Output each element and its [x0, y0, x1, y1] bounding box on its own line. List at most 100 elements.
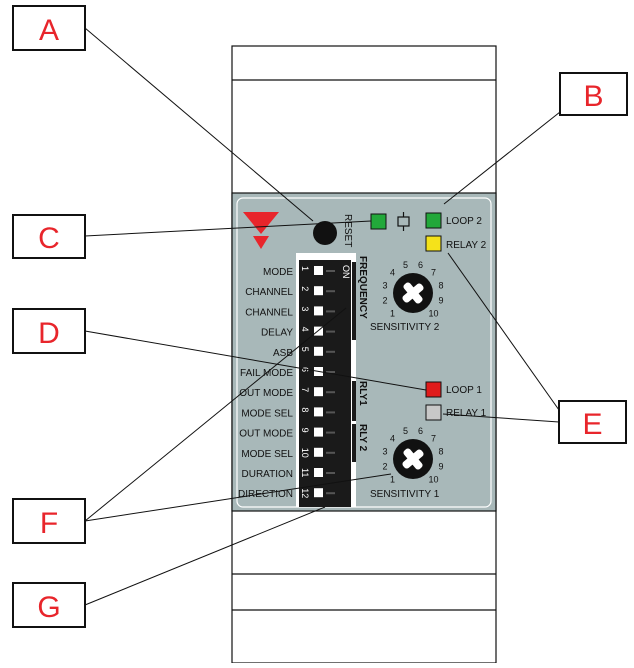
dial-scale-mark: 3	[382, 447, 387, 457]
dip-switch-track	[326, 371, 335, 373]
dip-switch-toggle[interactable]	[314, 286, 323, 296]
dip-switch-track	[326, 270, 335, 272]
dial-scale-mark: 9	[438, 296, 443, 306]
callout-d: D	[12, 308, 86, 354]
dip-switch-toggle[interactable]	[314, 447, 323, 457]
dip-switch-label: ASB	[273, 348, 293, 359]
dial-scale-mark: 5	[403, 426, 408, 436]
leader-e1	[447, 252, 560, 411]
svg-text:G: G	[37, 591, 60, 624]
dial-scale-mark: 6	[418, 260, 423, 270]
dip-switch-toggle[interactable]	[314, 266, 323, 275]
dip-switch-10[interactable]: MODE SEL 10	[241, 447, 335, 460]
dip-switch-number: 9	[300, 428, 310, 433]
svg-text:C: C	[38, 222, 60, 255]
dip-switch-9[interactable]: OUT MODE 9	[239, 427, 335, 440]
dial-scale-mark: 4	[390, 268, 395, 278]
dip-switch-track	[326, 290, 335, 293]
relay1-led	[425, 404, 442, 421]
callout-f: F	[12, 498, 86, 544]
dip-switch-toggle[interactable]	[314, 387, 323, 397]
dip-switch-4[interactable]: DELAY 4	[261, 326, 335, 339]
dip-switch-number: 2	[300, 286, 310, 291]
brand-logo	[243, 212, 279, 249]
dip-switch-number: 12	[300, 488, 310, 498]
dip-switch-track	[326, 391, 335, 394]
dip-switch-1[interactable]: MODE 1	[263, 266, 335, 278]
dip-switch-toggle[interactable]	[314, 407, 323, 417]
rly2-bar	[352, 424, 356, 462]
relay1-label: RELAY 1	[446, 408, 487, 419]
dip-switch-toggle[interactable]	[314, 326, 323, 336]
dip-switch-toggle[interactable]	[314, 306, 323, 316]
rly1-bar	[352, 381, 356, 421]
dip-switch-number: 1	[300, 266, 310, 271]
svg-text:E: E	[582, 408, 602, 441]
dip-switch-track	[326, 411, 335, 414]
dip-switch-track	[326, 492, 335, 495]
dip-switch-track	[326, 350, 335, 353]
dial-scale-mark: 2	[382, 296, 387, 306]
dip-switch-2[interactable]: CHANNEL 2	[245, 286, 335, 298]
sensitivity-2-dial[interactable]	[393, 273, 433, 313]
dip-switch-label: MODE SEL	[241, 449, 293, 460]
dial-scale-mark: 10	[428, 309, 438, 319]
dip-switch-12[interactable]: DIRECTION 12	[238, 488, 335, 500]
callout-g: G	[12, 582, 86, 628]
dip-switch-label: CHANNEL	[245, 287, 293, 298]
dip-switch-toggle[interactable]	[314, 488, 323, 498]
callout-e: E	[558, 400, 627, 444]
dial-scale-mark: 9	[438, 462, 443, 472]
svg-text:F: F	[40, 507, 58, 540]
svg-text:A: A	[39, 14, 59, 47]
dip-switch-label: OUT MODE	[239, 429, 293, 440]
loop1-label: LOOP 1	[446, 385, 482, 396]
dip-switch-number: 5	[300, 347, 310, 352]
reset-button[interactable]	[313, 221, 337, 245]
leader-lines	[84, 27, 561, 606]
sensitivity-2-label: SENSITIVITY 2	[370, 322, 440, 333]
leader-f2	[84, 473, 392, 522]
dip-switch-label: OUT MODE	[239, 388, 293, 399]
dip-switch-toggle[interactable]	[314, 427, 323, 437]
dip-switch-label: CHANNEL	[245, 307, 293, 318]
leader-g	[84, 506, 326, 606]
dip-switch-track	[326, 451, 335, 454]
dial-scale-mark: 4	[390, 434, 395, 444]
sensitivity-1-label: SENSITIVITY 1	[370, 489, 440, 500]
dip-switch-toggle[interactable]	[314, 346, 323, 356]
dip-switch-number: 10	[300, 448, 310, 458]
leader-e2	[442, 413, 560, 423]
dip-switch-toggle[interactable]	[314, 468, 323, 477]
dip-switch-number: 4	[300, 327, 310, 332]
dip-switch-block	[299, 260, 351, 507]
dial-scale-mark: 10	[428, 475, 438, 485]
dip-switch-number: 8	[300, 407, 310, 412]
callout-b: B	[559, 72, 628, 116]
svg-text:D: D	[38, 317, 60, 350]
svg-text:B: B	[583, 80, 603, 113]
dial-scale-mark: 5	[403, 260, 408, 270]
dip-switch-label: DIRECTION	[238, 489, 293, 500]
leader-f1	[84, 307, 347, 522]
sensitivity-1-dial[interactable]	[393, 439, 433, 479]
loop2-label: LOOP 2	[446, 216, 482, 227]
dip-switch-label: DELAY	[261, 328, 293, 339]
dial-scale-mark: 8	[438, 447, 443, 457]
dip-switch-label: MODE SEL	[241, 408, 293, 419]
loop1-led	[425, 381, 442, 398]
dip-on-label: ON	[341, 265, 351, 279]
dial-scale-mark: 2	[382, 462, 387, 472]
dial-scale-mark: 1	[390, 475, 395, 485]
dip-switch-label: MODE	[263, 267, 293, 278]
dip-switch-8[interactable]: MODE SEL 8	[241, 407, 335, 419]
dip-switch-5[interactable]: ASB 5	[273, 346, 335, 359]
frequency-bar	[352, 262, 356, 340]
